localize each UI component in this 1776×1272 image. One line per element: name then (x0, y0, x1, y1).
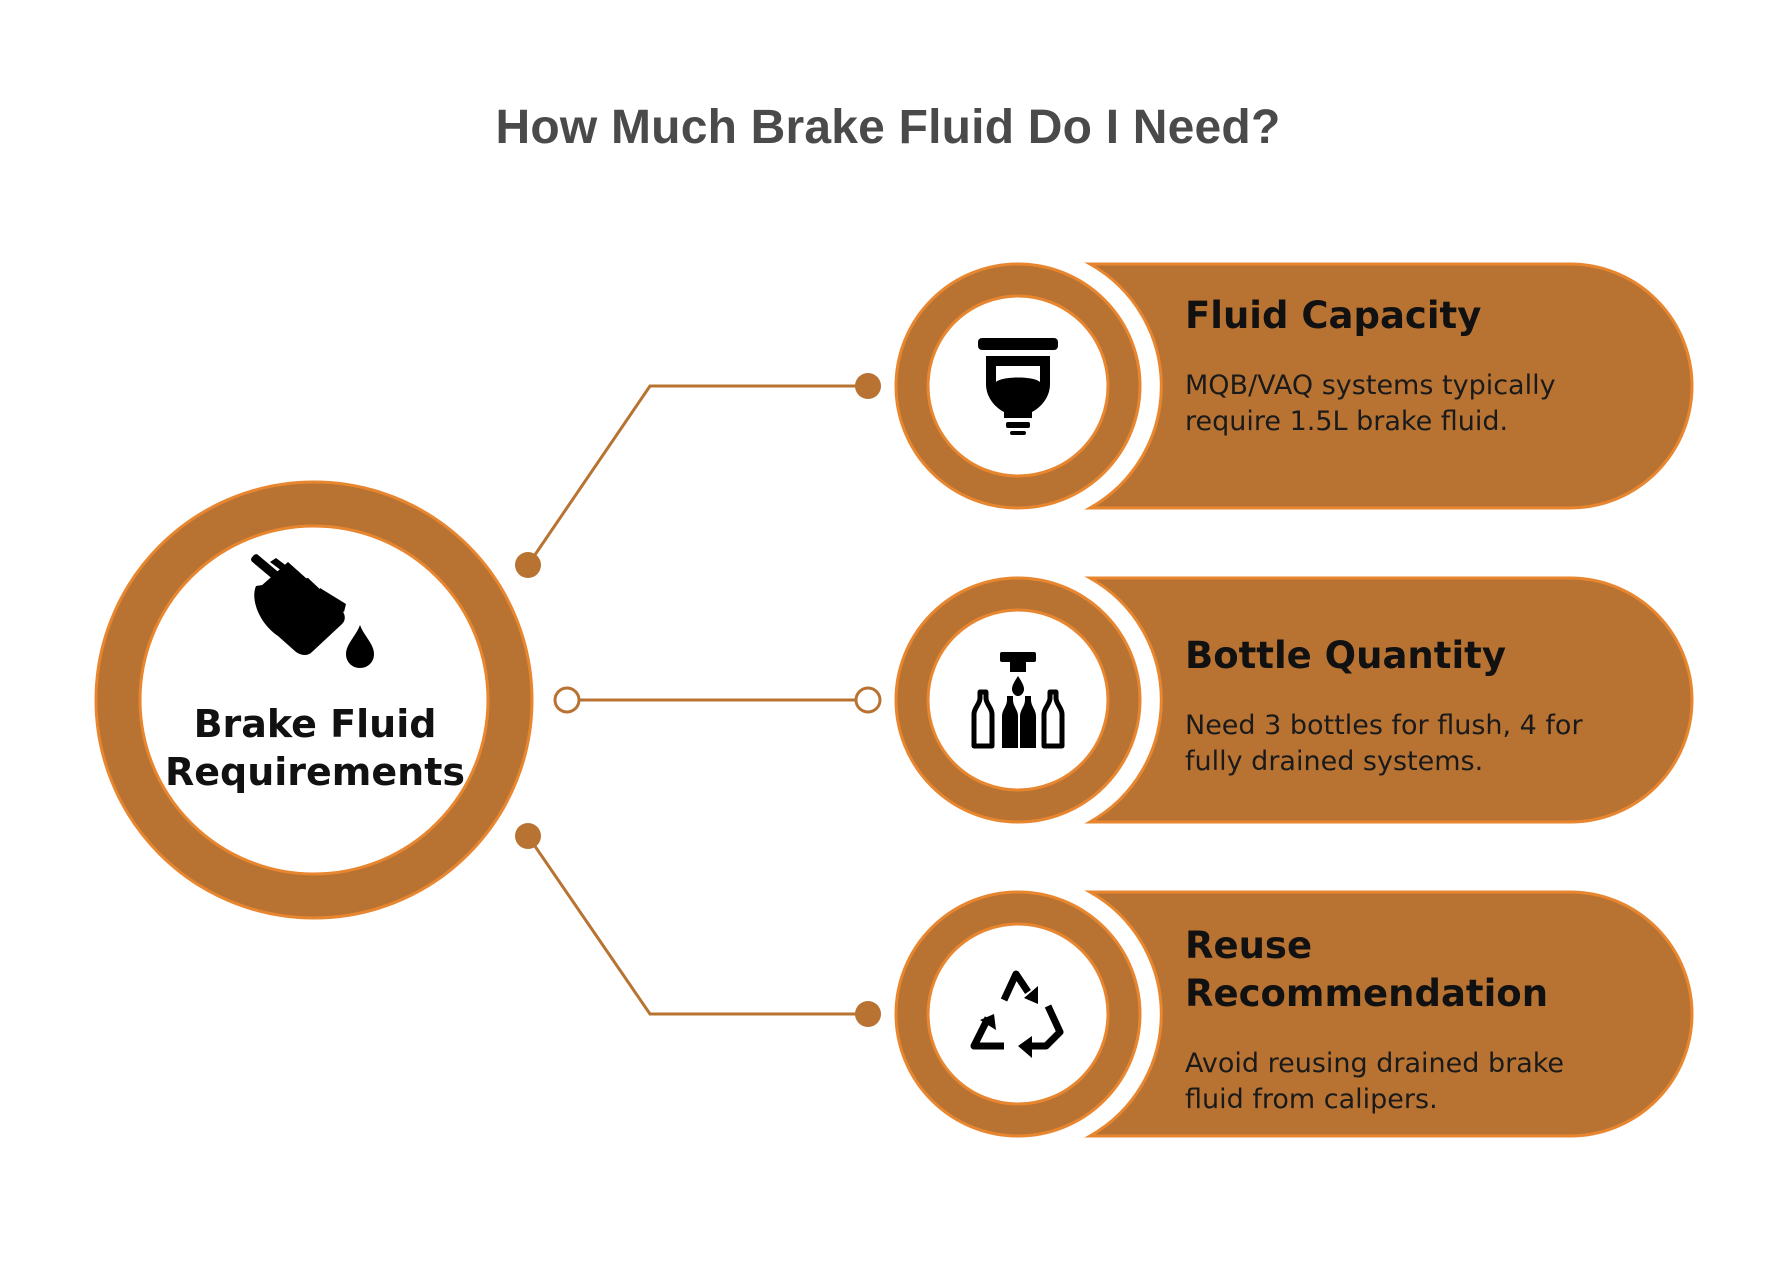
connector-dot-top-start (515, 552, 541, 578)
card-title: Bottle Quantity (1185, 634, 1506, 677)
center-hub (94, 480, 534, 920)
card-description: MQB/VAQ systems typically require 1.5L b… (1185, 370, 1556, 437)
recycle-icon (970, 970, 1064, 1058)
card-reuse-recommendation (894, 890, 1694, 1138)
bottles-filling-icon (971, 652, 1065, 749)
connector-dot-middle-start (553, 686, 581, 714)
card-description: Need 3 bottles for flush, 4 for fully dr… (1185, 710, 1583, 777)
card-title: Reuse Recommendation (1185, 924, 1549, 1015)
connectors (515, 373, 882, 1027)
card-description: Avoid reusing drained brake fluid from c… (1185, 1048, 1565, 1115)
connector-dot-bottom-start (515, 823, 541, 849)
connector-dot-middle-end (854, 686, 882, 714)
card-text-reuse-recommendation: Reuse Recommendation Avoid reusing drain… (1185, 922, 1605, 1118)
card-text-bottle-quantity: Bottle Quantity Need 3 bottles for flush… (1185, 632, 1615, 780)
card-fluid-capacity (894, 262, 1694, 510)
card-title: Fluid Capacity (1185, 294, 1482, 337)
oil-can-pouring-icon (251, 554, 374, 668)
card-bottle-quantity (894, 576, 1694, 824)
card-text-fluid-capacity: Fluid Capacity MQB/VAQ systems typically… (1185, 292, 1615, 440)
connector-dot-bottom-end (855, 1001, 881, 1027)
connector-bottom (526, 835, 868, 1016)
center-label: Brake Fluid Requirements (164, 702, 466, 794)
page-title: How Much Brake Fluid Do I Need? (495, 101, 1281, 154)
connector-dot-top-end (855, 373, 881, 399)
brake-reservoir-icon (978, 338, 1058, 435)
connector-top (526, 384, 868, 566)
